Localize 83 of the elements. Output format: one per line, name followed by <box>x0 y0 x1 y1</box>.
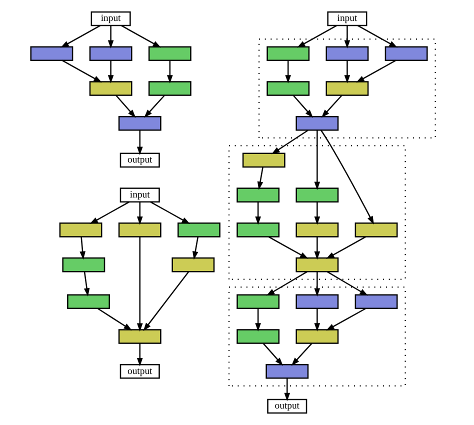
node-box <box>118 116 162 131</box>
node-box <box>296 294 339 310</box>
arrow <box>320 130 374 225</box>
arrow <box>255 202 261 225</box>
node-box <box>354 222 398 238</box>
node-box: input <box>120 188 160 202</box>
arrow <box>136 236 143 332</box>
node-box <box>59 222 102 238</box>
arrow <box>136 344 143 366</box>
arrow <box>143 271 190 332</box>
arrow <box>192 236 199 260</box>
node-box <box>296 329 339 344</box>
arrow <box>257 167 264 190</box>
arrow <box>296 25 337 48</box>
node-box <box>266 46 310 62</box>
arrow <box>344 26 350 49</box>
node-box <box>67 294 110 310</box>
arrow <box>136 130 143 156</box>
arrow <box>344 60 350 84</box>
arrow <box>255 308 261 332</box>
arrow <box>116 95 136 118</box>
arrow <box>262 343 284 366</box>
node-box <box>236 329 280 344</box>
node-box <box>296 116 339 131</box>
arrow <box>314 236 320 260</box>
node-box: output <box>120 364 160 379</box>
arrow <box>62 60 102 83</box>
arrow <box>284 378 290 402</box>
node-box <box>236 294 280 310</box>
arrow <box>326 236 366 259</box>
node-box <box>62 257 106 272</box>
node-box <box>172 257 215 272</box>
node-box <box>266 364 309 379</box>
arrow <box>80 236 86 260</box>
arrow <box>90 201 130 224</box>
arrow <box>314 308 320 332</box>
arrow <box>292 95 314 118</box>
arrow <box>166 60 173 84</box>
arrow <box>321 95 342 118</box>
node-box <box>30 46 74 62</box>
node-box: output <box>267 398 308 414</box>
node-box <box>118 222 162 238</box>
node-box <box>89 81 132 96</box>
arrow <box>144 95 165 118</box>
arrow <box>314 130 320 190</box>
arrow <box>84 272 90 297</box>
node-box <box>326 46 369 62</box>
arrow <box>266 271 308 296</box>
arrow <box>150 201 190 224</box>
node-box <box>296 257 339 272</box>
node-box <box>118 329 162 344</box>
arrow <box>108 60 114 84</box>
node-box <box>236 188 280 202</box>
node-box <box>242 152 286 168</box>
arrow <box>108 26 114 49</box>
arrow <box>326 308 366 331</box>
arrow <box>98 308 132 331</box>
node-box <box>326 81 369 96</box>
node-box <box>354 294 398 310</box>
arrow <box>314 272 320 297</box>
arrow <box>357 25 398 48</box>
arrow <box>356 60 396 83</box>
arrow <box>285 60 292 84</box>
node-box <box>148 81 192 96</box>
arrow <box>136 202 143 225</box>
arrow <box>291 343 312 366</box>
arrow <box>271 130 308 154</box>
node-box <box>296 188 339 202</box>
node-box <box>148 46 192 62</box>
node-box <box>296 222 339 238</box>
arrow <box>60 25 101 48</box>
node-box <box>266 81 310 96</box>
node-box <box>89 46 132 62</box>
arrow <box>326 271 368 296</box>
arrow <box>314 202 320 225</box>
arrow <box>121 25 162 48</box>
node-box: input <box>90 11 131 26</box>
node-box <box>236 222 280 238</box>
node-box: input <box>327 11 368 26</box>
arrow <box>268 236 308 259</box>
node-box <box>384 46 428 62</box>
node-box <box>178 222 220 238</box>
node-box: output <box>120 152 160 168</box>
